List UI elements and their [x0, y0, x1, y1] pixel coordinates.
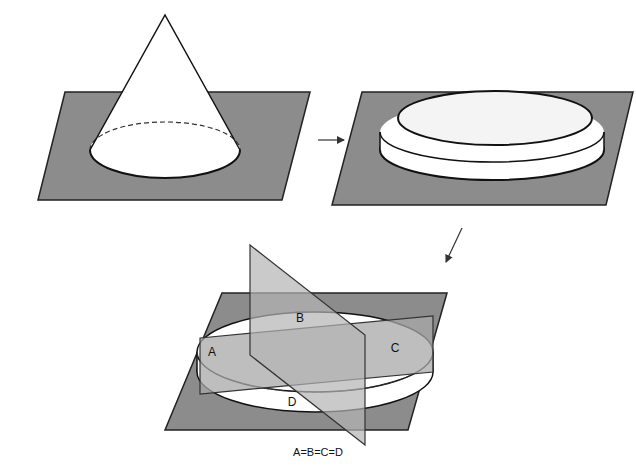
- part-label: A: [208, 346, 216, 358]
- flat-disk: [398, 91, 592, 145]
- cone-base: [90, 150, 240, 178]
- caption: A=B=C=D: [293, 447, 343, 458]
- ground-plane: [332, 92, 633, 205]
- arrow: [318, 139, 344, 140]
- part-label: C: [391, 342, 400, 354]
- arrow: [446, 228, 462, 262]
- cone: [90, 15, 240, 150]
- cutting-plane: [250, 245, 365, 445]
- part-label: D: [288, 396, 297, 408]
- part-label: B: [296, 312, 304, 324]
